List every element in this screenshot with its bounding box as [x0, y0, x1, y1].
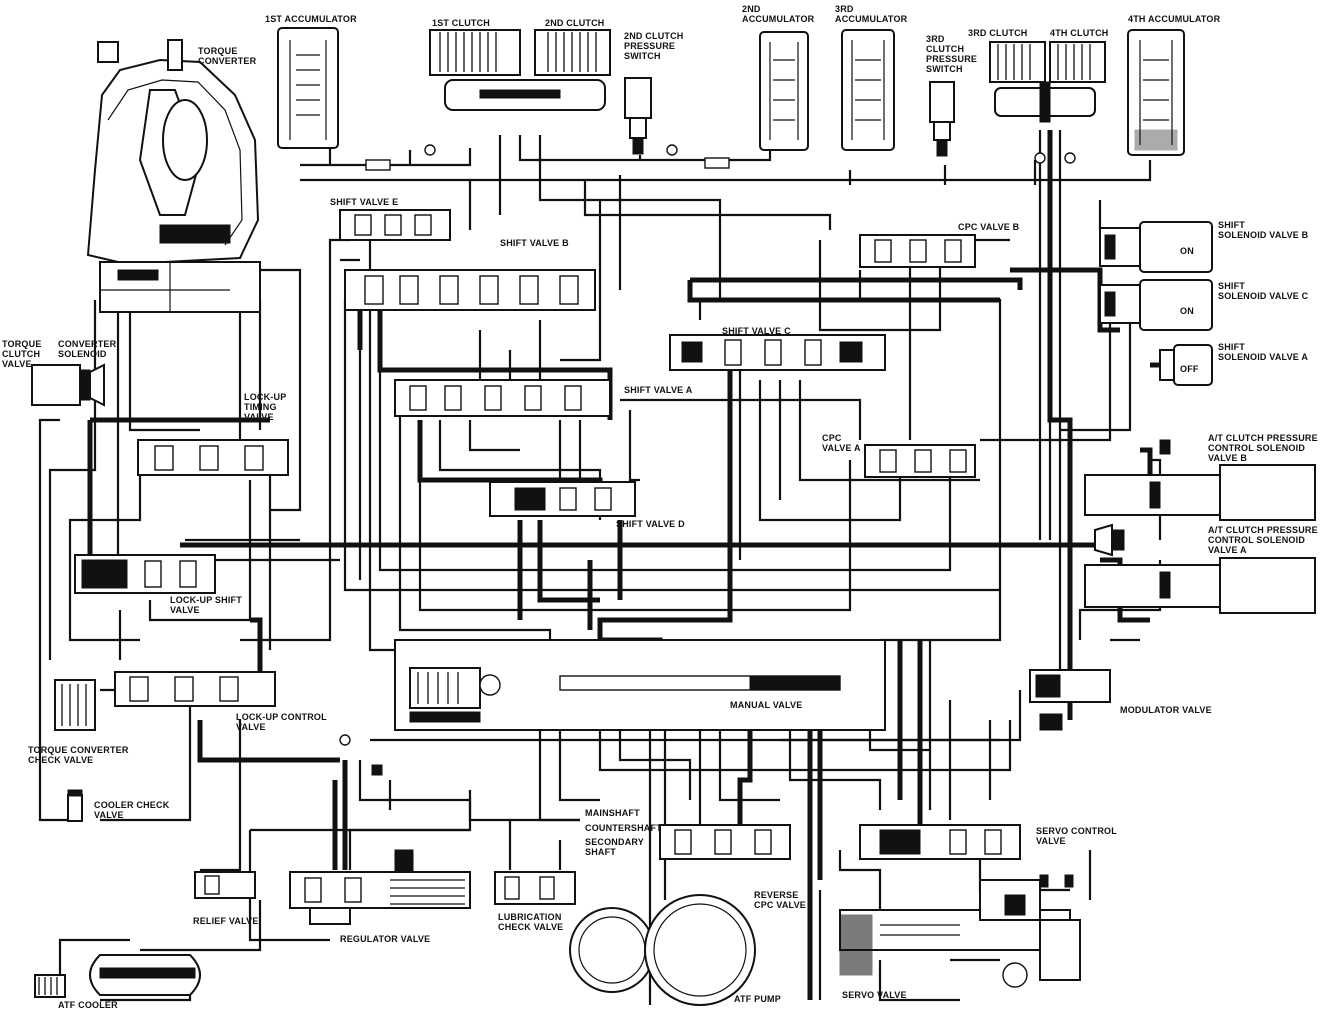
label-cpc-valve-a: CPC VALVE A: [822, 433, 861, 453]
label-modulator-valve: MODULATOR VALVE: [1120, 705, 1212, 715]
label-1st-accumulator: 1ST ACCUMULATOR: [265, 14, 357, 24]
pressurized-passages: [87, 130, 1170, 1000]
label-atf-pump: ATF PUMP: [734, 994, 781, 1004]
label-2nd-clutch-pressure-switch: 2ND CLUTCH PRESSURE SWITCH: [624, 31, 684, 61]
label-torque-clutch-valve: TORQUE CLUTCH VALVE: [2, 339, 42, 369]
label-converter-solenoid: CONVERTER SOLENOID: [58, 339, 117, 359]
label-1st-clutch: 1ST CLUTCH: [432, 18, 490, 28]
label-cpc-valve-b: CPC VALVE B: [958, 222, 1020, 232]
label-torque-converter-check-valve: TORQUE CONVERTER CHECK VALVE: [28, 745, 129, 765]
label-shift-valve-b: SHIFT VALVE B: [500, 238, 569, 248]
label-shift-solenoid-valve-a: SHIFT SOLENOID VALVE A: [1218, 342, 1309, 362]
torque-converter: [86, 39, 261, 313]
label-manual-valve: MANUAL VALVE: [730, 700, 803, 710]
spool-valves: [54, 209, 1111, 925]
label-lock-up-timing-valve: LOCK-UP TIMING VALVE: [244, 392, 287, 422]
label-3rd-clutch: 3RD CLUTCH: [968, 28, 1028, 38]
label-atcp-solenoid-b: A/T CLUTCH PRESSURE CONTROL SOLENOID VAL…: [1208, 433, 1318, 463]
label-4th-accumulator: 4TH ACCUMULATOR: [1128, 14, 1221, 24]
label-relief-valve: RELIEF VALVE: [193, 916, 259, 926]
label-3rd-accumulator: 3RD ACCUMULATOR: [835, 4, 908, 24]
label-servo-control-valve: SERVO CONTROL VALVE: [1036, 826, 1117, 846]
label-lubrication-check-valve: LUBRICATION CHECK VALVE: [498, 912, 564, 932]
label-shift-valve-c: SHIFT VALVE C: [722, 326, 791, 336]
label-lock-up-control-valve: LOCK-UP CONTROL VALVE: [236, 712, 327, 732]
label-secondary-shaft: SECONDARY SHAFT: [585, 837, 644, 857]
solenoids: [31, 221, 1316, 614]
label-atf-cooler: ATF COOLER: [58, 1000, 118, 1010]
label-mainshaft: MAINSHAFT: [585, 808, 640, 818]
lower-components: [34, 734, 1081, 1006]
label-cooler-check-valve: COOLER CHECK VALVE: [94, 800, 170, 820]
label-solenoid-b-state: ON: [1180, 246, 1194, 256]
upper-components: [277, 27, 1185, 171]
label-shift-valve-a: SHIFT VALVE A: [624, 385, 693, 395]
label-servo-valve: SERVO VALVE: [842, 990, 907, 1000]
label-solenoid-a-state: OFF: [1180, 364, 1199, 374]
label-reverse-cpc-valve: REVERSE CPC VALVE: [754, 890, 806, 910]
label-shift-valve-d: SHIFT VALVE D: [616, 519, 685, 529]
label-shift-valve-e: SHIFT VALVE E: [330, 197, 399, 207]
label-atcp-solenoid-a: A/T CLUTCH PRESSURE CONTROL SOLENOID VAL…: [1208, 525, 1318, 555]
label-3rd-clutch-pressure-switch: 3RD CLUTCH PRESSURE SWITCH: [926, 34, 978, 74]
label-lock-up-shift-valve: LOCK-UP SHIFT VALVE: [170, 595, 242, 615]
label-2nd-clutch: 2ND CLUTCH: [545, 18, 605, 28]
label-regulator-valve: REGULATOR VALVE: [340, 934, 431, 944]
label-2nd-accumulator: 2ND ACCUMULATOR: [742, 4, 815, 24]
label-4th-clutch: 4TH CLUTCH: [1050, 28, 1109, 38]
label-countershaft: COUNTERSHAFT: [585, 823, 662, 833]
label-torque-converter: TORQUE CONVERTER: [198, 46, 257, 66]
label-shift-solenoid-valve-b: SHIFT SOLENOID VALVE B: [1218, 220, 1309, 240]
label-solenoid-c-state: ON: [1180, 306, 1194, 316]
label-shift-solenoid-valve-c: SHIFT SOLENOID VALVE C: [1218, 281, 1309, 301]
